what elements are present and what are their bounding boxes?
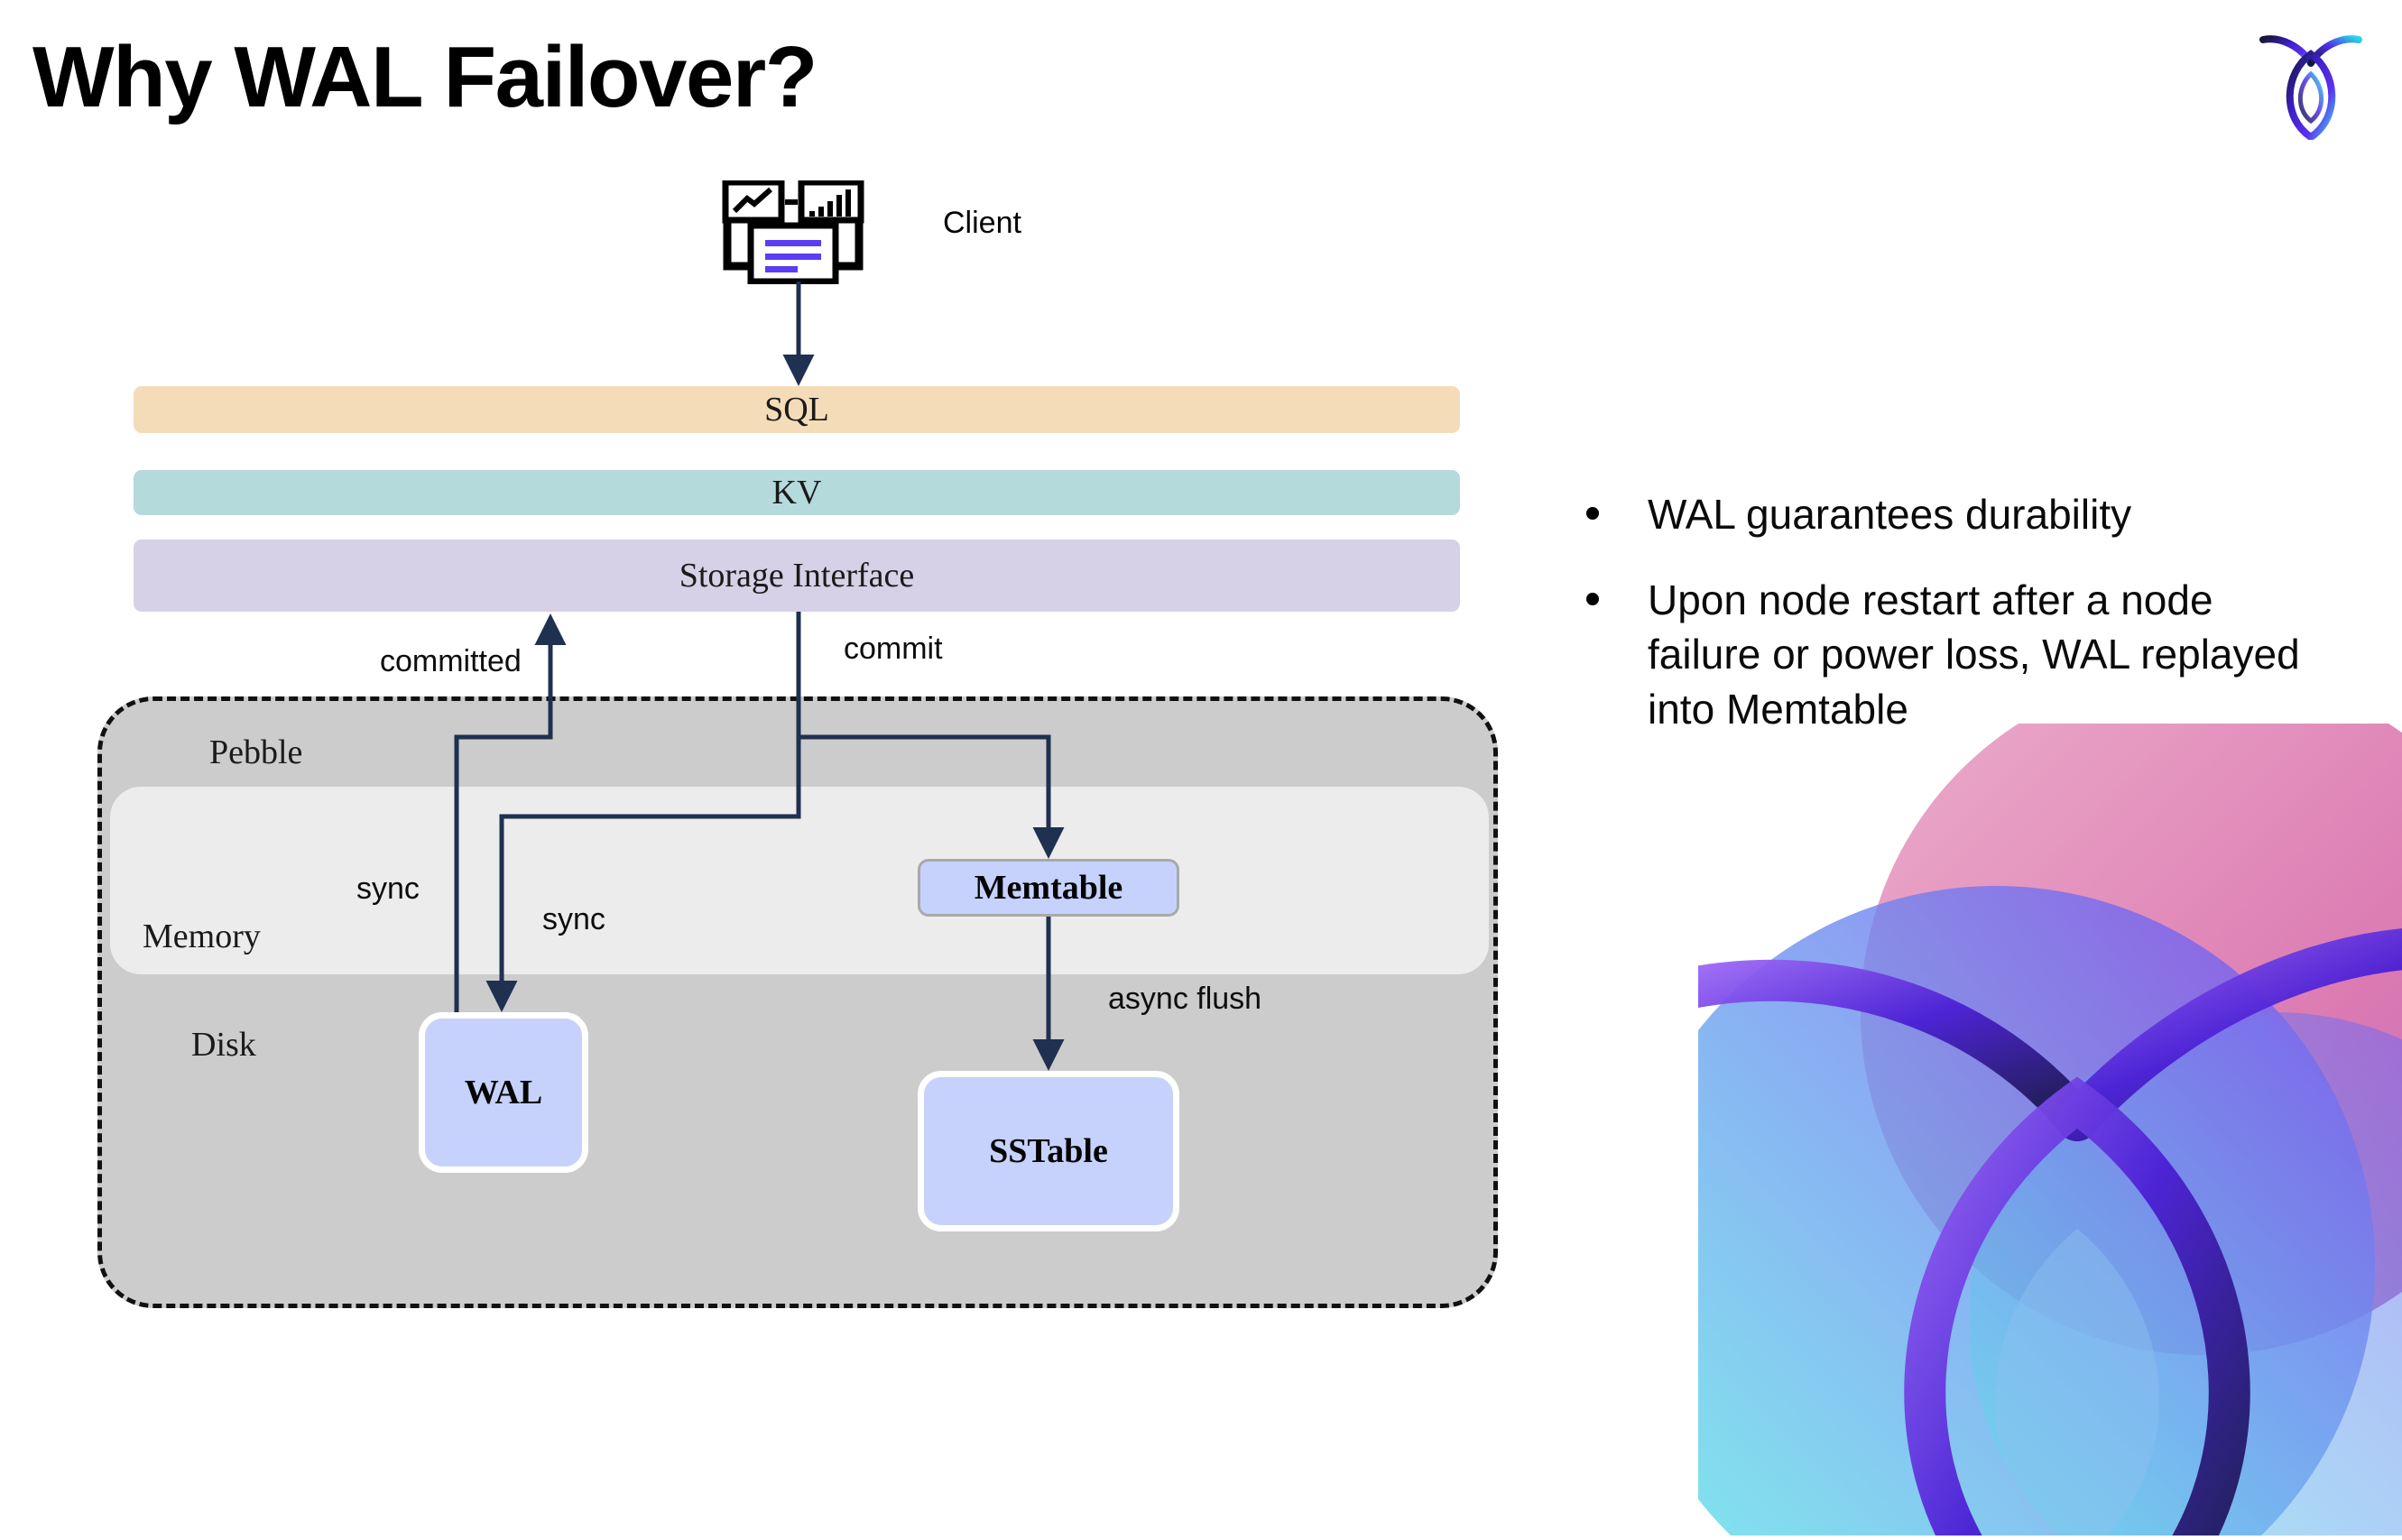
bullet-dot-icon	[1586, 507, 1599, 520]
node-sstable: SSTable	[918, 1071, 1179, 1231]
cockroach-logo-icon	[2258, 27, 2364, 142]
bullet-dot-icon	[1586, 592, 1599, 605]
stack-layer-sql-label: SQL	[764, 391, 829, 429]
node-wal-label: WAL	[464, 1074, 543, 1111]
list-item: WAL guarantees durability	[1586, 487, 2326, 542]
memory-label: Memory	[143, 918, 261, 955]
edge-label-async-flush: async flush	[1108, 982, 1262, 1016]
client-dashboard-icon	[722, 179, 864, 285]
page-title: Why WAL Failover?	[32, 29, 818, 125]
edge-label-committed: committed	[380, 644, 522, 678]
memory-region	[110, 787, 1489, 974]
stack-layer-storage-interface-label: Storage Interface	[679, 557, 915, 595]
node-sstable-label: SSTable	[989, 1132, 1108, 1170]
stack-layer-storage-interface: Storage Interface	[134, 539, 1460, 612]
list-item: Upon node restart after a node failure o…	[1586, 573, 2326, 737]
node-wal: WAL	[419, 1012, 588, 1173]
bullet-text: WAL guarantees durability	[1648, 491, 2132, 538]
pebble-label: Pebble	[209, 733, 303, 771]
node-memtable-label: Memtable	[974, 869, 1123, 907]
stack-layer-kv: KV	[134, 470, 1460, 515]
node-memtable: Memtable	[918, 859, 1179, 917]
disk-label: Disk	[191, 1026, 256, 1064]
bullet-list: WAL guarantees durability Upon node rest…	[1586, 487, 2326, 768]
edge-label-sync-1: sync	[356, 871, 420, 906]
client-label: Client	[943, 206, 1021, 240]
cockroach-watermark-icon	[1698, 724, 2402, 1535]
edge-label-commit: commit	[844, 632, 943, 666]
bullet-text: Upon node restart after a node failure o…	[1648, 576, 2300, 733]
edge-label-sync-2: sync	[542, 902, 605, 936]
stack-layer-sql: SQL	[134, 386, 1460, 433]
stack-layer-kv-label: KV	[771, 474, 822, 512]
